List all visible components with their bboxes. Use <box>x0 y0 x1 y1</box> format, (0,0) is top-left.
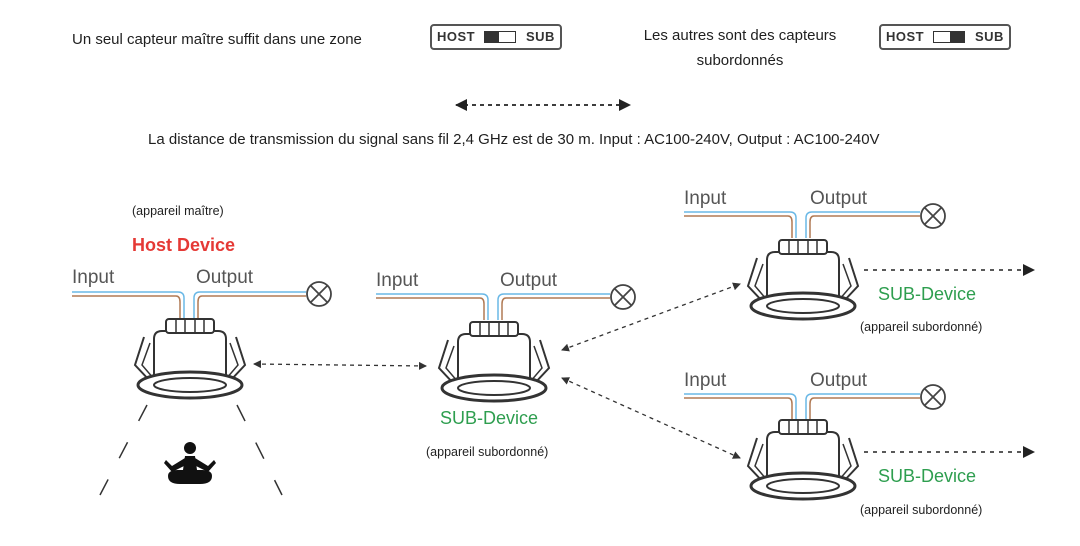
center-paren: (appareil subordonné) <box>426 445 548 459</box>
transmission-text: La distance de transmission du signal sa… <box>148 131 880 148</box>
downlight-icon <box>746 238 860 321</box>
dashed-double-arrow-icon <box>561 377 741 459</box>
switch-track <box>933 31 965 43</box>
sub-switch: HOST SUB <box>879 24 1011 50</box>
sub-device-center: Input Output SUB-Device (appareil subord… <box>376 270 636 459</box>
top-right-sub-label: SUB-Device <box>878 284 976 304</box>
switch-sub-label: SUB <box>526 29 555 44</box>
sub-note-line2: subordonnés <box>696 52 784 69</box>
center-input-label: Input <box>376 270 419 291</box>
switch-knob <box>485 32 499 42</box>
sub-device-top-right: Input Output SUB-Device (appareil subord… <box>684 188 1035 334</box>
center-sub-label: SUB-Device <box>440 408 538 428</box>
host-device: (appareil maître) Host Device Input Outp… <box>72 204 332 496</box>
host-output-label: Output <box>196 267 254 288</box>
switch-host-label: HOST <box>437 29 476 44</box>
switch-host-label: HOST <box>886 29 925 44</box>
center-output-label: Output <box>500 270 558 291</box>
downlight-icon <box>133 317 247 400</box>
host-device-label: Host Device <box>132 235 235 255</box>
downlight-icon <box>437 320 551 403</box>
switch-track <box>484 31 516 43</box>
lamp-cross-icon <box>610 284 636 310</box>
top-right-input-label: Input <box>684 188 727 209</box>
bottom-right-input-label: Input <box>684 370 727 391</box>
host-switch: HOST SUB <box>430 24 562 50</box>
lamp-cross-icon <box>920 384 946 410</box>
switch-sub-label: SUB <box>975 29 1004 44</box>
dashed-double-arrow-icon <box>253 360 427 370</box>
bottom-right-paren: (appareil subordonné) <box>860 503 982 517</box>
sub-note-line1: Les autres sont des capteurs <box>643 27 837 44</box>
bottom-right-output-label: Output <box>810 370 868 391</box>
host-paren: (appareil maître) <box>132 204 224 218</box>
top-right-paren: (appareil subordonné) <box>860 320 982 334</box>
bottom-right-sub-label: SUB-Device <box>878 466 976 486</box>
sub-device-bottom-right: Input Output SUB-Device (appareil subord… <box>684 370 1035 517</box>
host-input-label: Input <box>72 267 115 288</box>
person-meditating-icon <box>164 442 216 484</box>
switch-knob <box>950 32 964 42</box>
host-note: Un seul capteur maître suffit dans une z… <box>72 31 362 48</box>
lamp-cross-icon <box>920 203 946 229</box>
downlight-icon <box>746 418 860 501</box>
lamp-cross-icon <box>306 281 332 307</box>
top-right-output-label: Output <box>810 188 868 209</box>
